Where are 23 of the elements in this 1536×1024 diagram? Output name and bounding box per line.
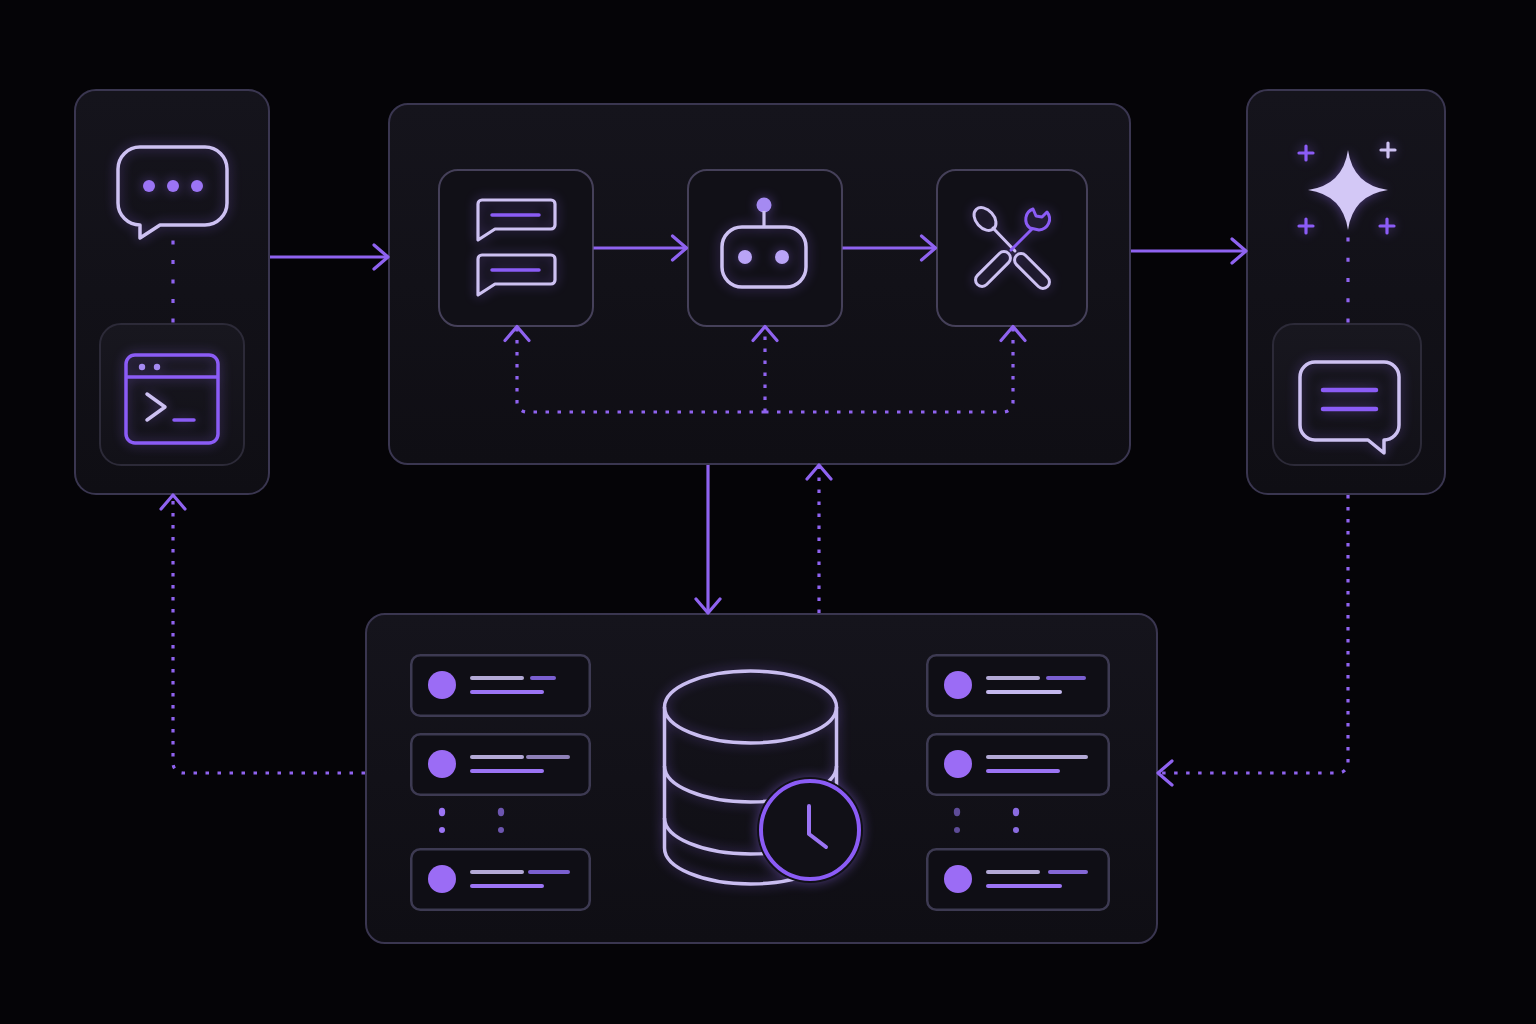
arrow xyxy=(1131,237,1248,265)
arrow xyxy=(593,234,689,262)
arrow xyxy=(765,324,1027,414)
icon-tile xyxy=(437,168,594,327)
arrow xyxy=(1156,495,1350,787)
arrow xyxy=(270,243,390,271)
arrow xyxy=(503,324,765,414)
arrow xyxy=(842,234,938,262)
connector-line xyxy=(1346,237,1350,323)
icon-tile xyxy=(98,322,245,466)
chat-bubble-icon xyxy=(115,144,229,241)
icon-tile xyxy=(1271,322,1422,466)
connector-line xyxy=(171,240,175,323)
panel xyxy=(365,613,1158,944)
arrow xyxy=(751,324,779,412)
panel xyxy=(1246,89,1446,495)
panel xyxy=(388,103,1131,465)
arrow xyxy=(159,493,365,775)
arrow xyxy=(805,463,833,613)
icon-tile xyxy=(935,168,1088,327)
arrow xyxy=(694,465,722,615)
panel xyxy=(74,89,270,495)
icon-tile xyxy=(686,168,843,327)
